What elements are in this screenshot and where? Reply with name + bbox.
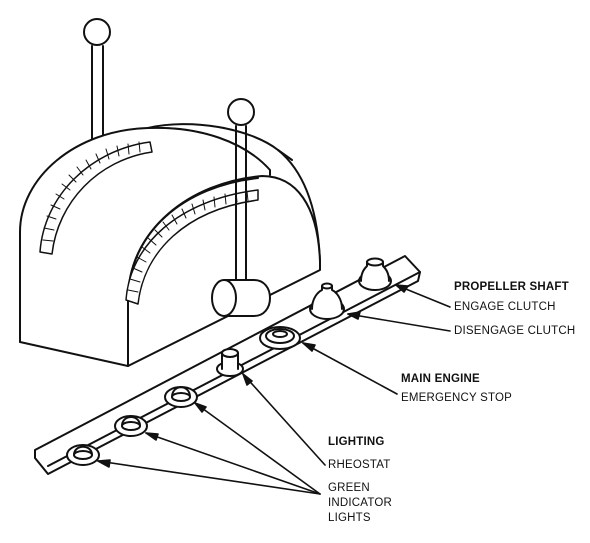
leader-arrows (97, 284, 451, 495)
emergency-stop-label: EMERGENCY STOP (401, 392, 513, 404)
emergency-stop-button (259, 326, 301, 350)
main-engine-heading: MAIN ENGINE (401, 373, 480, 385)
green-indicator-light-2 (114, 415, 148, 437)
rheostat-label: RHEOSTAT (328, 459, 391, 471)
lighting-heading: LIGHTING (328, 436, 385, 448)
green-indicator-light-1 (66, 444, 100, 466)
back-dial-scale (39, 141, 153, 255)
front-control-housing (125, 98, 321, 367)
disengage-clutch-button (309, 282, 345, 320)
propeller-shaft-heading: PROPELLER SHAFT (454, 281, 569, 293)
back-housing-top (147, 123, 293, 161)
back-lever (83, 18, 111, 149)
back-control-housing (19, 18, 321, 367)
front-lever (211, 98, 271, 317)
engage-clutch-label: ENGAGE CLUTCH (454, 301, 556, 313)
engage-clutch-button (358, 257, 392, 291)
green-indicator-lights-label: GREEN INDICATOR LIGHTS (328, 482, 392, 524)
green-indicator-light-3 (164, 386, 198, 408)
rheostat-knob (216, 348, 244, 377)
disengage-clutch-label: DISENGAGE CLUTCH (454, 325, 576, 337)
